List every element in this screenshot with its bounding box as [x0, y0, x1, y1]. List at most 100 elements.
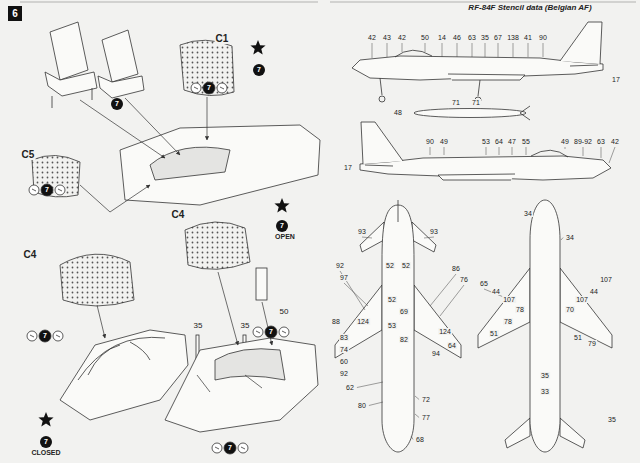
callout-number: 60 [339, 358, 349, 365]
callout-number: 34 [523, 210, 533, 217]
callout-number: 41 [523, 34, 533, 41]
callout-number: 35 [193, 322, 204, 330]
callout-number: 79 [587, 340, 597, 347]
callout-number: 14 [437, 34, 447, 41]
callout-number: 77 [421, 414, 431, 421]
leader-line [430, 147, 431, 155]
callout-number: 70 [565, 306, 575, 313]
part-label: C4 [23, 250, 38, 260]
callout-number: 67 [493, 34, 503, 41]
callout-number: 107 [599, 276, 613, 283]
callout-number: 86 [451, 265, 461, 272]
leader-line [561, 238, 563, 241]
callout-number: 43 [382, 34, 392, 41]
callout-number: 68 [415, 436, 425, 443]
callout-number: 48 [393, 109, 403, 116]
callout-number: 124 [438, 328, 452, 335]
leader-line [498, 43, 499, 57]
leader-line [565, 147, 566, 149]
callout-number: 33 [540, 388, 550, 395]
paint-code: 7 [43, 331, 47, 341]
paint-code: 7 [115, 99, 119, 109]
callout-number: 62 [345, 384, 355, 391]
paint-code: 7 [45, 185, 49, 195]
callout-number: 63 [596, 138, 606, 145]
callout-number: 51 [489, 330, 499, 337]
callout-number: 17 [343, 164, 353, 171]
leader-line [513, 43, 514, 57]
leader-line [601, 147, 602, 158]
leader-line [340, 271, 365, 310]
leader-line [425, 43, 426, 52]
callout-number: 46 [452, 34, 462, 41]
callout-number: 42 [397, 34, 407, 41]
callout-number: 44 [491, 288, 501, 295]
leader-line [609, 147, 615, 163]
leader-line [442, 43, 443, 57]
leader-line [528, 43, 529, 57]
leader-line [512, 147, 513, 155]
leader-line [486, 147, 487, 155]
leader-line [457, 43, 458, 57]
position-note: CLOSED [30, 449, 61, 456]
callout-number: 52 [387, 296, 397, 303]
callout-number: 89-92 [573, 138, 593, 145]
callout-number: 78 [515, 306, 525, 313]
callout-number: 93 [429, 228, 439, 235]
callout-number: 76 [459, 276, 469, 283]
callout-number: 107 [502, 296, 516, 303]
callout-number: 42 [367, 34, 377, 41]
callout-number: 69 [399, 308, 409, 315]
paint-code: 7 [269, 327, 273, 337]
callout-number: 93 [357, 228, 367, 235]
callout-number: 35 [240, 322, 251, 330]
leader-line [415, 396, 419, 400]
callout-number: 35 [540, 372, 550, 379]
leader-line [440, 285, 464, 316]
paint-code: 7 [280, 221, 284, 231]
callout-number: 51 [573, 334, 583, 341]
callout-number: 64 [494, 138, 504, 145]
callout-number: 64 [447, 342, 457, 349]
callout-number: 47 [507, 138, 517, 145]
part-label: C5 [21, 150, 36, 160]
leader-line [444, 147, 445, 155]
callout-number: 53 [387, 322, 397, 329]
callout-number: 138 [506, 34, 520, 41]
leader-line [344, 283, 368, 306]
callout-number: 50 [279, 308, 290, 316]
callout-number: 63 [467, 34, 477, 41]
leader-line [369, 402, 383, 406]
callout-number: 78 [503, 318, 513, 325]
callout-number: 88 [331, 318, 341, 325]
callout-number: 94 [431, 350, 441, 357]
callout-number: 49 [560, 138, 570, 145]
callout-number: 83 [339, 334, 349, 341]
leader-line [499, 147, 500, 155]
page-number: 6 [8, 7, 22, 21]
callout-number: 17 [611, 76, 621, 83]
leader-line [485, 43, 486, 57]
callout-number: 82 [399, 336, 409, 343]
callout-number: 90 [538, 34, 548, 41]
part-label: C4 [171, 210, 186, 220]
callout-number: 53 [481, 138, 491, 145]
leader-line [472, 43, 473, 57]
leader-line [583, 147, 584, 156]
leader-line [387, 43, 388, 57]
callout-number: 92 [339, 370, 349, 377]
callout-number: 90 [425, 138, 435, 145]
callout-number: 52 [385, 262, 395, 269]
position-note: OPEN [274, 233, 296, 240]
leader-line [372, 43, 373, 58]
leader-line [357, 382, 383, 388]
leader-line [411, 436, 413, 440]
part-label: C1 [215, 34, 230, 44]
page-title: RF-84F Stencil data (Belgian AF) [467, 4, 592, 12]
leader-line [543, 43, 544, 57]
callout-number: 52 [401, 262, 411, 269]
callout-number: 124 [356, 318, 370, 325]
callout-number: 55 [521, 138, 531, 145]
callout-number: 44 [589, 288, 599, 295]
